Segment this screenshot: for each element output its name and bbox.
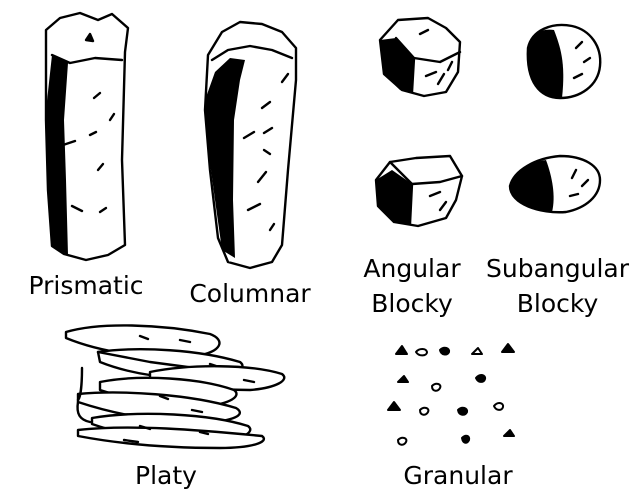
- label-columnar: Columnar: [180, 280, 320, 308]
- label-granular: Granular: [388, 462, 528, 490]
- granular-aggregates: [388, 344, 514, 445]
- platy-ped-stack: [66, 325, 284, 448]
- angular-blocky-ped-1: [380, 18, 460, 96]
- label-subangular-blocky-line1: Subangular: [480, 255, 635, 283]
- label-angular-blocky-line1: Angular: [352, 255, 472, 283]
- subangular-blocky-ped-1: [528, 25, 600, 98]
- columnar-ped: [205, 22, 296, 268]
- prismatic-ped: [46, 13, 128, 260]
- label-angular-blocky-line2: Blocky: [352, 290, 472, 318]
- angular-blocky-ped-2: [376, 156, 462, 226]
- label-subangular-blocky-line2: Blocky: [480, 290, 635, 318]
- label-platy: Platy: [116, 462, 216, 490]
- label-prismatic: Prismatic: [6, 272, 166, 300]
- subangular-blocky-ped-2: [510, 156, 600, 212]
